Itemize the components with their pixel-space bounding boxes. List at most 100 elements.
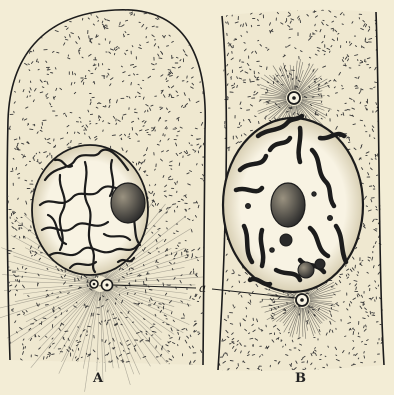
cytoplasm-granule (138, 84, 139, 85)
cytoplasm-granule (241, 35, 242, 36)
cytoplasm-granule (366, 372, 367, 375)
cytoplasm-granule (324, 54, 325, 55)
cytoplasm-granule (272, 318, 274, 319)
cytoplasm-granule (156, 346, 157, 348)
cytoplasm-granule (261, 370, 262, 371)
cytoplasm-granule (47, 94, 48, 95)
cytoplasm-granule (193, 366, 194, 367)
cytoplasm-granule (119, 294, 120, 295)
cytoplasm-granule (66, 39, 68, 40)
cytoplasm-granule (19, 228, 20, 229)
cytoplasm-granule (386, 163, 387, 164)
cytoplasm-granule (215, 195, 217, 198)
cytoplasm-granule (169, 195, 172, 196)
cytoplasm-granule (39, 152, 40, 153)
cytoplasm-granule (240, 25, 241, 27)
cytoplasm-granule (21, 9, 22, 10)
cytoplasm-granule (60, 362, 61, 363)
cytoplasm-granule (381, 209, 382, 211)
cytoplasm-granule (381, 50, 382, 52)
cytoplasm-granule (226, 22, 227, 23)
cytoplasm-granule (219, 148, 221, 150)
cytoplasm-granule (160, 118, 161, 119)
cytoplasm-granule (231, 9, 232, 10)
cytoplasm-granule (187, 250, 188, 251)
cytoplasm-granule (204, 63, 206, 64)
cytoplasm-granule (42, 87, 44, 88)
cytoplasm-granule (199, 40, 201, 42)
cytoplasm-granule (217, 261, 218, 262)
cytoplasm-granule (310, 34, 311, 37)
cytoplasm-granule (29, 91, 30, 93)
cytoplasm-granule (368, 316, 369, 317)
cytoplasm-granule (187, 31, 188, 32)
cytoplasm-granule (195, 46, 196, 47)
cytoplasm-granule (366, 325, 367, 327)
cytoplasm-granule (19, 229, 20, 230)
cytoplasm-granule (355, 78, 357, 79)
cytoplasm-granule (315, 348, 316, 349)
cytoplasm-granule (29, 52, 30, 53)
cytoplasm-granule (380, 114, 382, 116)
cytoplasm-granule (22, 344, 23, 345)
cytoplasm-granule (143, 126, 144, 127)
cytoplasm-granule (266, 48, 267, 49)
cell-a-nucleolus (111, 183, 145, 223)
cytoplasm-granule (179, 163, 180, 166)
cytoplasm-granule (102, 21, 103, 23)
cytoplasm-granule (18, 198, 19, 199)
cytoplasm-granule (364, 125, 365, 126)
cell-b-upper-centrosome (288, 92, 300, 104)
cytoplasm-granule (198, 27, 199, 28)
cytoplasm-granule (165, 16, 166, 18)
cytoplasm-granule (47, 20, 49, 21)
cytoplasm-granule (18, 55, 21, 56)
cytoplasm-granule (191, 24, 192, 26)
cytoplasm-granule (356, 287, 357, 290)
cytoplasm-granule (284, 55, 285, 56)
cytoplasm-granule (349, 284, 350, 285)
cytoplasm-granule (124, 350, 125, 351)
cytoplasm-granule (250, 300, 251, 302)
cytoplasm-granule (205, 297, 207, 298)
cytoplasm-granule (15, 92, 16, 93)
cytoplasm-granule (207, 201, 208, 202)
cytoplasm-granule (190, 28, 191, 30)
cell-b (215, 8, 390, 374)
cytoplasm-granule (41, 127, 42, 129)
cytoplasm-granule (35, 367, 37, 369)
cytoplasm-granule (140, 45, 141, 46)
cytoplasm-granule (116, 123, 117, 124)
cytoplasm-granule (129, 134, 130, 135)
cytoplasm-granule (120, 22, 121, 25)
cytoplasm-granule (197, 164, 198, 165)
cytoplasm-granule (177, 95, 178, 96)
cytoplasm-granule (328, 96, 330, 97)
cytoplasm-granule (204, 81, 206, 83)
pointer-label: a (199, 281, 206, 295)
cytoplasm-granule (197, 260, 198, 261)
cytoplasm-granule (177, 206, 178, 207)
cytoplasm-granule (388, 213, 389, 215)
cytoplasm-granule (306, 321, 308, 322)
cytoplasm-granule (360, 102, 361, 103)
cytoplasm-granule (22, 47, 24, 49)
cytoplasm-granule (360, 62, 363, 63)
cytoplasm-granule (218, 321, 219, 322)
cytoplasm-granule (191, 135, 192, 136)
cytoplasm-granule (316, 31, 317, 32)
cytoplasm-granule (331, 28, 333, 29)
cytoplasm-granule (317, 370, 318, 372)
cytoplasm-granule (379, 298, 380, 299)
cytoplasm-granule (239, 122, 240, 124)
cytoplasm-granule (354, 100, 355, 102)
cytoplasm-granule (203, 49, 204, 51)
cytoplasm-granule (110, 41, 111, 43)
cytoplasm-granule (380, 92, 382, 94)
cytoplasm-granule (353, 331, 354, 334)
cytoplasm-granule (387, 45, 388, 47)
cytoplasm-granule (250, 130, 252, 131)
cytoplasm-granule (79, 117, 80, 118)
cytoplasm-granule (144, 13, 147, 14)
cytoplasm-granule (365, 59, 366, 61)
